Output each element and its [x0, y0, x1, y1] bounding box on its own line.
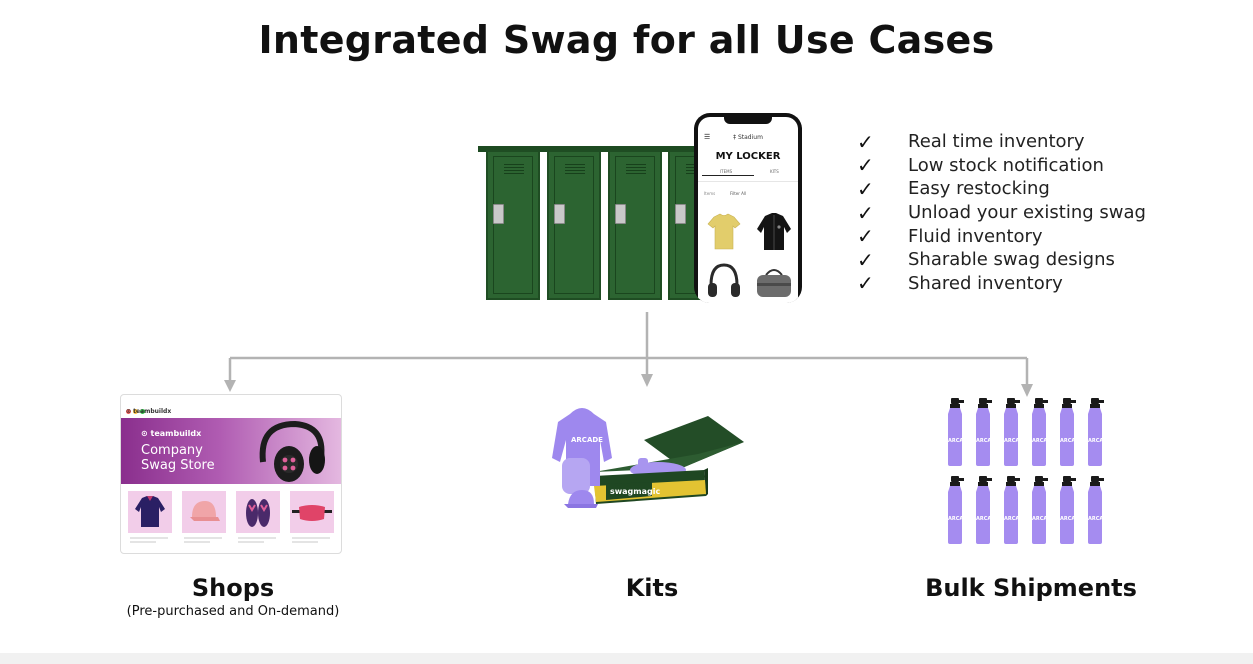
check-icon: ✓ [857, 200, 874, 225]
phone-mockup: ☰ ‡ Stadium MY LOCKER ITEMS KITS Items F… [694, 113, 802, 303]
bottle-label: ARCADE [976, 438, 999, 444]
page-title: Integrated Swag for all Use Cases [258, 18, 995, 62]
feature-item: ✓ Sharable swag designs [857, 248, 1146, 272]
maximize-dot-icon [140, 409, 145, 414]
section-sublabel-shops: (Pre-purchased and On-demand) [126, 604, 340, 619]
phone-screen: ☰ ‡ Stadium MY LOCKER ITEMS KITS Items F… [698, 117, 798, 303]
locker-illustration [478, 146, 722, 300]
headphones-icon [702, 257, 746, 303]
feature-list: ✓ Real time inventory ✓ Low stock notifica… [857, 130, 1146, 296]
headphones-icon [259, 420, 325, 482]
phone-tab-items: ITEMS [720, 169, 733, 174]
feature-text: Real time inventory [908, 131, 1085, 153]
close-dot-icon [126, 409, 131, 414]
phone-title: MY LOCKER [715, 151, 781, 162]
bottle-label: ARCADE [948, 438, 971, 444]
feature-text: Easy restocking [908, 178, 1050, 200]
check-icon: ✓ [857, 247, 874, 272]
cap-icon [190, 501, 220, 521]
hamburger-icon: ☰ [704, 133, 711, 141]
arrowhead-kits [641, 374, 653, 387]
feature-item: ✓ Real time inventory [857, 130, 1146, 154]
check-icon: ✓ [857, 176, 874, 201]
kit-box-brand: swagmagic [610, 487, 660, 496]
bottle-label: ARCADE [948, 516, 971, 522]
phone-brand: ‡ Stadium [733, 134, 763, 141]
locker-handle-icon [493, 204, 504, 224]
kit-box-lid [644, 416, 744, 468]
phone-tab-kits: KITS [770, 169, 779, 174]
kit-illustration: swagmagic ARCADE [552, 408, 744, 508]
product-tile [290, 491, 334, 533]
product-tile [182, 491, 226, 533]
fanny-pack-icon [292, 505, 332, 521]
hero-brand: ⊙ teambuildx [141, 429, 202, 438]
feature-text: Sharable swag designs [908, 249, 1115, 271]
feature-text: Shared inventory [908, 272, 1063, 294]
phone-filter-value: Filter All [730, 191, 747, 196]
locker-handle-icon [554, 204, 565, 224]
arrowhead-shops [224, 380, 236, 392]
bottle-label: ARCADE [1088, 516, 1110, 522]
section-label-kits: Kits [625, 574, 679, 602]
check-icon: ✓ [857, 271, 874, 296]
footer-band [0, 653, 1253, 664]
bottle-label: ARCADE [1060, 516, 1083, 522]
window-dots [126, 399, 147, 418]
cap-icon [568, 490, 594, 504]
section-label-bulk: Bulk Shipments [925, 574, 1137, 602]
bottle-row-2 [948, 476, 1104, 544]
feature-text: Unload your existing swag [908, 202, 1146, 224]
hero-line-1: Company [141, 443, 203, 458]
bomber-jacket-icon [135, 496, 165, 527]
minimize-dot-icon [133, 409, 138, 414]
shop-store-mockup: ⊙ teambuildx ⊙ teambuildx Company Swag S… [120, 394, 342, 554]
feature-text: Fluid inventory [908, 225, 1043, 247]
hoodie-text: ARCADE [571, 436, 603, 444]
phone-filter-label: Items [704, 191, 716, 196]
feature-text: Low stock notification [908, 154, 1104, 176]
hero-line-2: Swag Store [141, 458, 215, 473]
bottle-label: ARCADE [1004, 516, 1027, 522]
bottle-label: ARCADE [1032, 516, 1055, 522]
locker-door [547, 150, 601, 300]
locker-handle-icon [615, 204, 626, 224]
feature-item: ✓ Shared inventory [857, 271, 1146, 296]
locker-handle-icon [675, 204, 686, 224]
bottle-label: ARCADE [1032, 438, 1055, 444]
section-label-shops: Shops [191, 574, 275, 602]
flip-flops-icon [246, 499, 270, 527]
bottle-row-1 [948, 398, 1104, 466]
feature-item: ✓ Fluid inventory [857, 224, 1146, 248]
feature-item: ✓ Low stock notification [857, 153, 1146, 178]
check-icon: ✓ [857, 153, 874, 178]
product-tile [236, 491, 280, 533]
backpack-icon [562, 458, 590, 494]
check-icon: ✓ [857, 129, 874, 154]
tshirt-icon [702, 207, 746, 257]
bottle-grid: ARCADE ARCADE ARCADE ARCADE ARCADE ARCAD… [948, 398, 1110, 544]
shop-hero-banner: ⊙ teambuildx Company Swag Store [121, 418, 341, 484]
bottle-label: ARCADE [1088, 438, 1110, 444]
arrowhead-bulk [1021, 384, 1033, 397]
feature-item: ✓ Unload your existing swag [857, 201, 1146, 225]
feature-item: ✓ Easy restocking [857, 177, 1146, 201]
bottle-label: ARCADE [1004, 438, 1027, 444]
shop-brand: ⊙ teambuildx [126, 408, 172, 415]
duffel-bag-icon [752, 257, 796, 303]
check-icon: ✓ [857, 224, 874, 249]
locker-door [608, 150, 662, 300]
jacket-icon [752, 207, 796, 257]
product-tile [128, 491, 172, 533]
bottle-label: ARCADE [1060, 438, 1083, 444]
locker-door [486, 150, 540, 300]
bottle-label: ARCADE [976, 516, 999, 522]
